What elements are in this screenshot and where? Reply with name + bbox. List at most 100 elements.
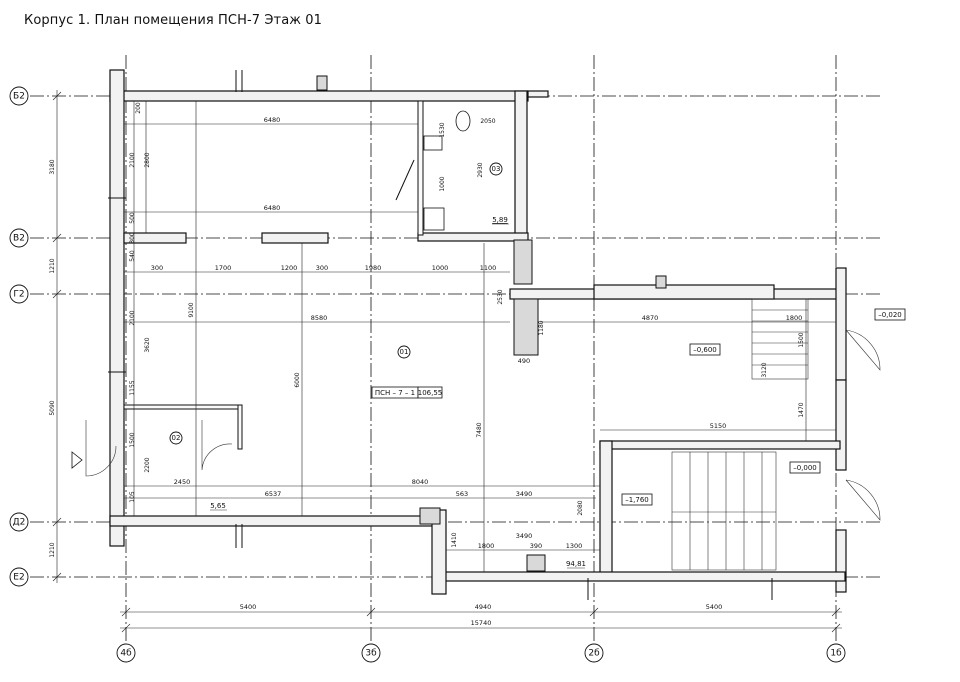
svg-text:500: 500 xyxy=(129,212,136,224)
svg-text:1300: 1300 xyxy=(566,542,583,550)
svg-text:490: 490 xyxy=(518,357,530,365)
axis-bubble-3b xyxy=(361,643,381,663)
interior-dimension-labels: 6480 6480 8580 4870 300 1700 1200 300 19… xyxy=(151,116,805,550)
svg-text:3490: 3490 xyxy=(516,490,533,498)
svg-text:1800: 1800 xyxy=(786,314,803,322)
bottom-dimension-chains: 5400 4940 5400 15740 xyxy=(120,603,842,633)
ventilation-shaft xyxy=(513,298,539,356)
wall-top xyxy=(109,90,529,102)
svg-text:5,89: 5,89 xyxy=(492,216,508,224)
svg-text:1500: 1500 xyxy=(129,432,136,447)
dim-top-6480a: 6480 xyxy=(264,116,281,124)
room-marker-03 xyxy=(489,162,503,176)
axis-label-d2: Д2 xyxy=(13,518,26,528)
svg-text:1200: 1200 xyxy=(281,264,298,272)
wall-bottom-right xyxy=(439,571,846,582)
svg-text:1700: 1700 xyxy=(215,264,232,272)
axis-label-b2: Б2 xyxy=(13,92,25,102)
room-markers: 01 02 03 xyxy=(169,162,503,445)
svg-text:1000: 1000 xyxy=(432,264,449,272)
axis-label-g2: Г2 xyxy=(13,290,24,300)
left-dimension-chain: 3180 1210 5090 1210 xyxy=(49,90,62,583)
axis-bubble-e2 xyxy=(9,567,29,587)
wall-left xyxy=(109,69,125,547)
svg-text:3120: 3120 xyxy=(761,362,768,377)
fixtures xyxy=(423,110,471,231)
dim-left-3180: 3180 xyxy=(49,159,56,174)
svg-text:1980: 1980 xyxy=(365,264,382,272)
axis-bubbles: Б2 В2 Г2 Д2 Е2 4б 3б 2б 1б xyxy=(9,86,846,663)
dim-left-1210a: 1210 xyxy=(49,258,56,273)
entrance-arrow xyxy=(71,451,83,469)
svg-text:6000: 6000 xyxy=(294,372,301,387)
wall-stub-1 xyxy=(123,232,187,244)
axis-bubble-1b xyxy=(826,643,846,663)
axis-label-2b: 2б xyxy=(588,649,600,659)
dim-left-5090: 5090 xyxy=(49,400,56,415)
wall-wc-bottom xyxy=(417,232,529,242)
axis-bubble-v2 xyxy=(9,228,29,248)
svg-text:2050: 2050 xyxy=(480,118,495,125)
sink-icon xyxy=(423,207,445,231)
axis-bubble-4b xyxy=(116,643,136,663)
svg-text:2100: 2100 xyxy=(129,310,136,325)
dim-bottom-4940: 4940 xyxy=(475,603,492,611)
svg-text:300: 300 xyxy=(151,264,163,272)
dim-left-1210b: 1210 xyxy=(49,542,56,557)
level-stair: –1,760 xyxy=(625,496,649,504)
svg-text:3620: 3620 xyxy=(144,337,151,352)
svg-text:1180: 1180 xyxy=(538,320,545,335)
svg-text:300: 300 xyxy=(316,264,328,272)
axis-bubble-2b xyxy=(584,643,604,663)
level-hall: –0,000 xyxy=(793,464,817,472)
svg-text:1000: 1000 xyxy=(439,176,446,191)
axis-label-4b: 4б xyxy=(120,649,132,659)
wall-right-lower xyxy=(835,529,847,593)
svg-text:1500: 1500 xyxy=(798,332,805,347)
axis-label-v2: В2 xyxy=(13,234,25,244)
svg-text:2200: 2200 xyxy=(144,457,151,472)
svg-text:1410: 1410 xyxy=(451,532,458,547)
svg-text:105: 105 xyxy=(129,491,136,503)
wall-stair-top xyxy=(599,440,841,450)
svg-text:03: 03 xyxy=(492,165,501,173)
room-marker-02 xyxy=(169,431,183,445)
toilet-icon xyxy=(455,110,471,132)
axis-bubble-g2 xyxy=(9,284,29,304)
wall-wc-left xyxy=(417,100,424,236)
svg-text:02: 02 xyxy=(172,434,181,442)
grid-axes xyxy=(30,55,880,642)
svg-text:300: 300 xyxy=(129,232,136,244)
svg-text:7480: 7480 xyxy=(476,422,483,437)
dim-bottom-5400a: 5400 xyxy=(240,603,257,611)
svg-text:390: 390 xyxy=(530,542,542,550)
svg-text:2100: 2100 xyxy=(129,152,136,167)
svg-text:200: 200 xyxy=(135,102,142,114)
stairs xyxy=(671,298,809,571)
svg-text:3490: 3490 xyxy=(516,532,533,540)
dim-4870: 4870 xyxy=(642,314,659,322)
svg-text:1530: 1530 xyxy=(439,122,446,137)
plan-title: Корпус 1. План помещения ПСН-7 Этаж 01 xyxy=(24,13,323,28)
svg-text:2530: 2530 xyxy=(497,289,504,304)
interior-dimensions xyxy=(124,101,836,572)
level-marks: –0,020 –0,600 –0,000 –1,760 xyxy=(621,308,906,506)
level-entry: –0,020 xyxy=(878,311,902,319)
svg-text:5,65: 5,65 xyxy=(210,502,226,510)
premise-area: 106,55 xyxy=(418,389,443,397)
columns xyxy=(316,75,667,572)
svg-text:5150: 5150 xyxy=(710,422,727,430)
svg-text:1470: 1470 xyxy=(798,402,805,417)
room-marker-01 xyxy=(397,345,411,359)
dim-bottom-15740: 15740 xyxy=(471,619,492,627)
wall-bottom-left xyxy=(109,515,441,527)
area-labels: 5,89 5,65 94,81 xyxy=(210,216,586,569)
premise-id: ПСН – 7 – 1 xyxy=(375,389,415,397)
dim-bottom-5400b: 5400 xyxy=(706,603,723,611)
axis-bubble-d2 xyxy=(9,512,29,532)
svg-text:563: 563 xyxy=(456,490,468,498)
windows xyxy=(108,70,773,600)
wall-vestibule-top xyxy=(123,404,243,410)
svg-text:1155: 1155 xyxy=(129,380,136,395)
